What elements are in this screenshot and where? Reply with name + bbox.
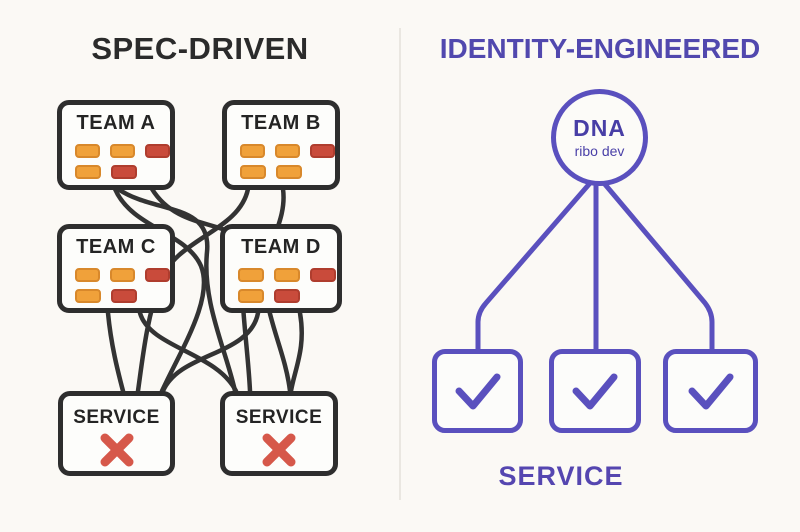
status-chip-orange (110, 268, 135, 282)
right-panel-title: IDENTITY-ENGINEERED (439, 33, 761, 64)
status-chip-orange (75, 165, 101, 179)
x-icon (100, 433, 133, 467)
dna-node: DNA ribo dev (551, 89, 648, 186)
team-a-label: TEAM A (76, 112, 156, 134)
status-chip-red (111, 289, 137, 303)
status-chip-orange (275, 144, 300, 158)
status-chip-orange (110, 144, 135, 158)
check-icon (688, 373, 733, 410)
team-c-label: TEAM C (76, 236, 156, 258)
status-chip-orange (240, 165, 266, 179)
team-b-label: TEAM B (241, 112, 321, 134)
team-b-chips-row1 (240, 144, 335, 158)
team-a-chips-row1 (75, 144, 170, 158)
panel-divider (399, 28, 401, 500)
team-a-chips-row2 (75, 165, 170, 179)
team-a-box: TEAM A (57, 100, 175, 190)
status-chip-red (111, 165, 137, 179)
status-chip-red (274, 289, 300, 303)
dna-node-title: DNA (573, 115, 626, 141)
status-chip-orange (238, 289, 264, 303)
service-fail-1-label: SERVICE (73, 407, 160, 428)
status-chip-orange (276, 165, 302, 179)
service-box-fail-2: SERVICE (220, 391, 338, 476)
left-panel-title: SPEC-DRIVEN (91, 31, 309, 66)
identity-lines (475, 179, 715, 354)
service-box-fail-1: SERVICE (58, 391, 175, 476)
dna-node-subtitle: ribo dev (574, 143, 625, 159)
status-chip-red (310, 268, 336, 282)
status-chip-red (145, 268, 170, 282)
team-d-chips-row2 (238, 289, 337, 303)
team-c-chips-row2 (75, 289, 170, 303)
x-icon (262, 433, 296, 467)
service-box-pass-1 (432, 349, 523, 433)
team-b-box: TEAM B (222, 100, 340, 190)
status-chip-red (145, 144, 170, 158)
status-chip-orange (238, 268, 264, 282)
status-chip-orange (75, 289, 101, 303)
status-chip-orange (75, 144, 100, 158)
status-chip-orange (240, 144, 265, 158)
service-box-pass-2 (549, 349, 641, 433)
status-chip-red (310, 144, 335, 158)
service-box-pass-3 (663, 349, 758, 433)
right-service-label: SERVICE (498, 461, 624, 491)
check-icon (572, 373, 618, 410)
team-d-chips-row1 (238, 268, 337, 282)
status-chip-orange (75, 268, 100, 282)
service-fail-2-label: SERVICE (235, 407, 323, 428)
team-b-chips-row2 (240, 165, 335, 179)
team-d-label: TEAM D (241, 236, 321, 258)
check-icon (455, 373, 500, 410)
team-c-chips-row1 (75, 268, 170, 282)
status-chip-orange (274, 268, 300, 282)
team-d-box: TEAM D (220, 224, 342, 313)
team-c-box: TEAM C (57, 224, 175, 313)
